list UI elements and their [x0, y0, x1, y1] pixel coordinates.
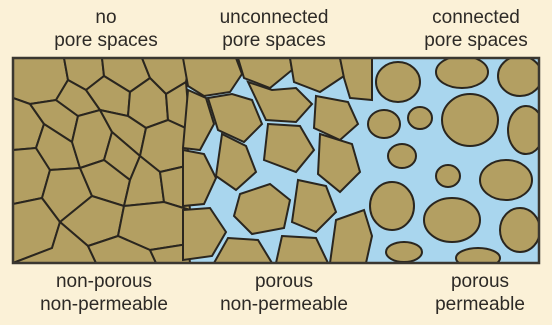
bottom-label-porous-non-permeable: porous non-permeable	[184, 270, 384, 316]
grain	[442, 94, 498, 146]
grain	[408, 107, 432, 129]
bottom-left-line-2: non-permeable	[4, 293, 204, 316]
bottom-middle-line-2: non-permeable	[184, 293, 384, 316]
bottom-middle-line-1: porous	[184, 270, 384, 293]
grain	[424, 198, 480, 242]
grain	[388, 144, 416, 168]
grain	[500, 208, 540, 252]
bottom-label-non-porous-non-permeable: non-porous non-permeable	[4, 270, 204, 316]
grain	[368, 110, 400, 138]
grain	[498, 56, 542, 96]
bottom-right-line-1: porous	[380, 270, 552, 293]
grain	[456, 248, 500, 268]
bottom-left-line-1: non-porous	[4, 270, 204, 293]
bottom-right-line-2: permeable	[380, 293, 552, 316]
grain	[436, 165, 460, 187]
grain	[386, 242, 422, 262]
grain	[436, 56, 488, 88]
grain	[370, 182, 414, 230]
bottom-label-porous-permeable: porous permeable	[380, 270, 552, 316]
grains-non-porous	[13, 58, 190, 263]
grain	[376, 62, 420, 102]
grain	[480, 160, 532, 200]
